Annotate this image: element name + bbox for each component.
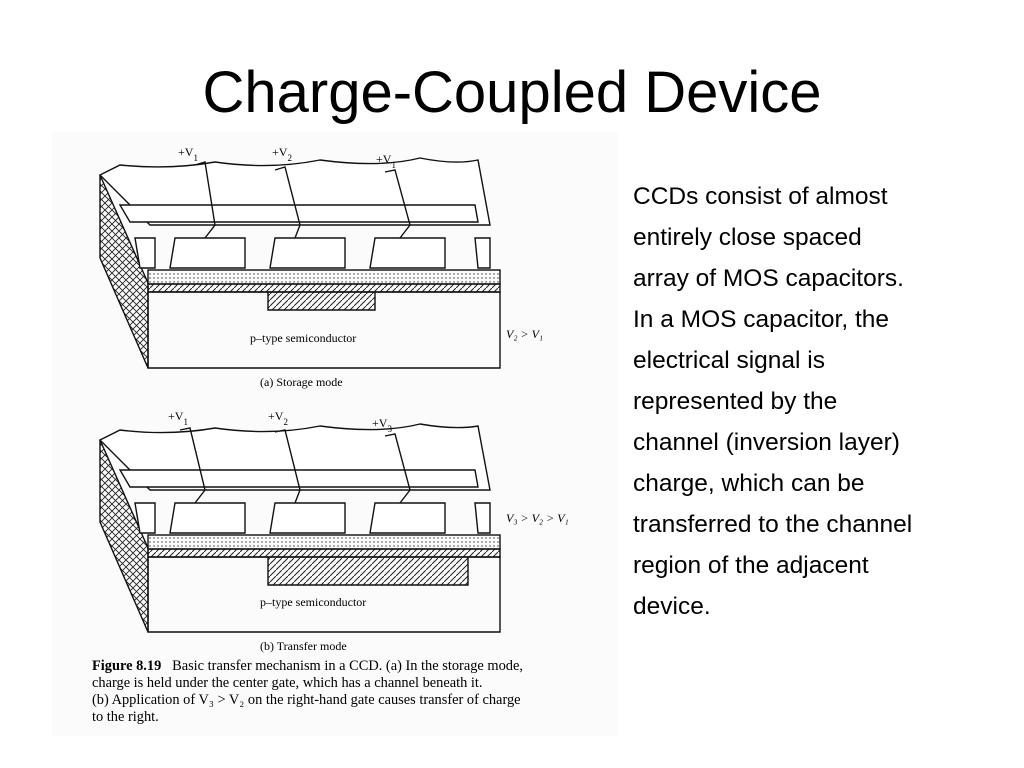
body-line: array of MOS capacitors. — [633, 265, 904, 292]
body-line: CCDs consist of almost — [633, 183, 888, 210]
panel-a-caption: (a) Storage mode — [260, 375, 343, 389]
panel-b-gate-label-2: +V2 — [268, 409, 288, 427]
panel-b-voltage-relation: V₃ > V₂ > V₁ — [506, 511, 569, 525]
slide-title: Charge-Coupled Device — [202, 60, 822, 125]
panel-a-storage-mode — [98, 157, 501, 369]
panel-a-semiconductor-label: p–type semiconductor — [250, 331, 356, 345]
body-line: electrical signal is — [633, 347, 825, 374]
body-line: represented by the — [633, 388, 838, 415]
figure-caption-line-3: (b) Application of V₃ > V₂ on the right-… — [92, 692, 521, 708]
body-line: transferred to the channel — [633, 511, 913, 538]
panel-a-gate-label-2: +V2 — [272, 145, 292, 163]
body-line: In a MOS capacitor, the — [633, 306, 890, 333]
panel-b-semiconductor-label: p–type semiconductor — [260, 595, 366, 609]
panel-b-gate-label-3: +V3 — [372, 416, 392, 434]
body-text: CCDs consist of almost entirely close sp… — [633, 176, 973, 627]
panel-b-caption: (b) Transfer mode — [260, 639, 347, 653]
body-line: device. — [633, 593, 711, 620]
panel-a-gate-label-1: +V1 — [178, 145, 198, 163]
panel-a-voltage-relation: V₂ > V₁ — [506, 327, 543, 341]
body-line: region of the adjacent — [633, 552, 869, 579]
figure-caption-line-2: charge is held under the center gate, wh… — [92, 675, 483, 691]
body-line: entirely close spaced — [633, 224, 862, 251]
panel-a-gate-label-3: +V1 — [376, 152, 396, 170]
body-line: channel (inversion layer) — [633, 429, 900, 456]
figure-caption: Figure 8.19 Basic transfer mechanism in … — [92, 658, 592, 726]
figure-caption-line-4: to the right. — [92, 709, 159, 725]
panel-b-gate-label-1: +V1 — [168, 409, 188, 427]
figure-caption-line-1: Basic transfer mechanism in a CCD. (a) I… — [172, 658, 523, 674]
figure-number: Figure 8.19 — [92, 658, 162, 674]
panel-b-transfer-mode — [98, 423, 501, 633]
body-line: charge, which can be — [633, 470, 865, 497]
